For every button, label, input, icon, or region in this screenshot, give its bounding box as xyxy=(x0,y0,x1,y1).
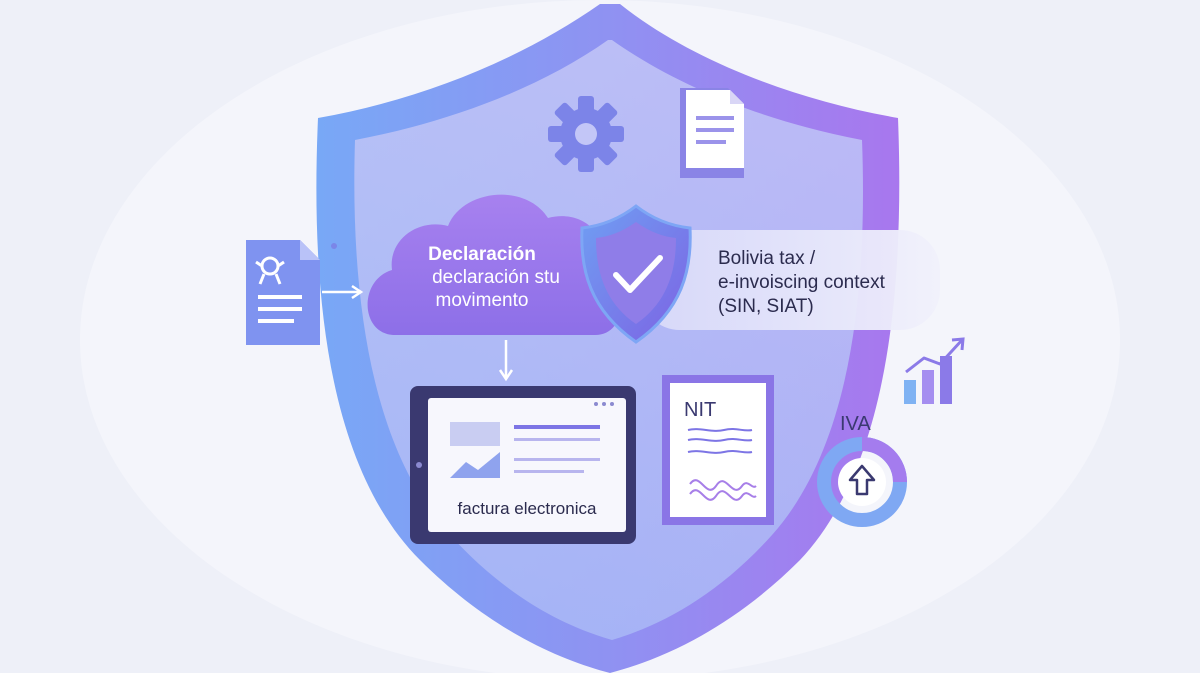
cloud-text-line-2: declaración stu xyxy=(432,267,560,288)
info-card-line-1: Bolivia tax / xyxy=(718,248,816,269)
document-icon xyxy=(680,88,744,178)
tablet-caption: factura electronica xyxy=(458,499,597,518)
gear-icon xyxy=(548,96,624,172)
info-card xyxy=(640,230,940,330)
arrow-right-icon xyxy=(322,284,364,300)
iva-donut-icon xyxy=(817,437,907,527)
dot-decoration xyxy=(331,243,337,249)
info-card-line-2: e-invoiscing context xyxy=(718,272,886,293)
nit-document-icon xyxy=(662,375,774,525)
nit-label: NIT xyxy=(684,399,716,421)
check-shield-icon xyxy=(580,204,692,344)
tablet-device xyxy=(410,386,636,544)
certificate-document-icon xyxy=(246,240,320,345)
arrow-down-icon xyxy=(498,340,514,382)
info-card-line-3: (SIN, SIAT) xyxy=(718,296,814,317)
growth-chart-icon xyxy=(904,337,965,404)
cloud-text-line-3: movimento xyxy=(436,290,529,311)
cloud-text-line-1: Declaración xyxy=(428,244,536,265)
iva-label: IVA xyxy=(840,413,871,435)
cloud-icon xyxy=(367,194,621,335)
